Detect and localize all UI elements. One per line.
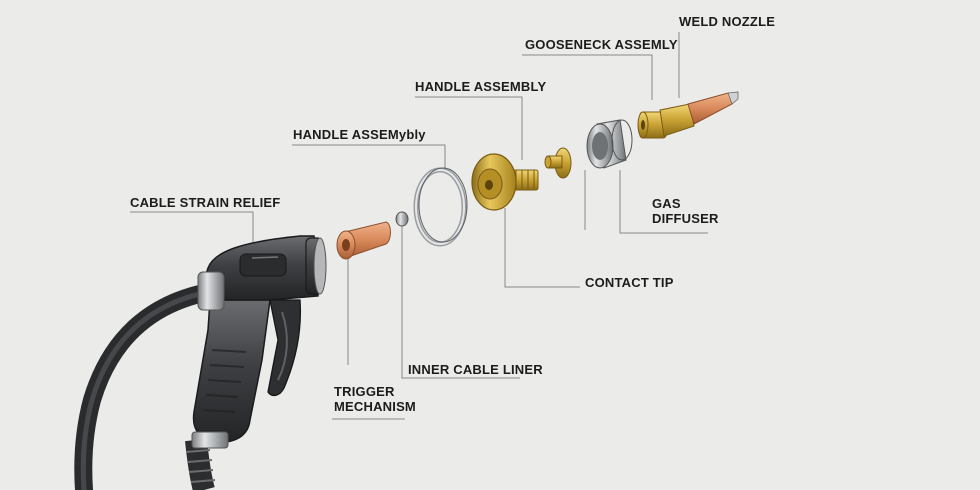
o-ring-part: [413, 167, 468, 247]
label-handle-assembly: HANDLE ASSEMBLY: [415, 79, 547, 94]
label-trigger-line1: TRIGGER: [334, 384, 395, 399]
label-gas-diffuser-line2: DIFFUSER: [652, 211, 719, 226]
label-trigger-line2: MECHANISM: [334, 399, 416, 414]
label-gas-diffuser: GAS DIFFUSER: [652, 196, 719, 226]
label-weld-nozzle: WELD NOZZLE: [679, 14, 776, 29]
leader-handle-assembly: [415, 96, 523, 160]
leader-gooseneck: [522, 54, 653, 100]
label-handle-assemy: HANDLE ASSEMуbly: [293, 127, 426, 142]
label-cable-strain-relief: CABLE STRAIN RELIEF: [130, 195, 281, 210]
leader-inner-liner: [401, 226, 520, 379]
label-gooseneck-assembly: GOOSENECK ASSEMLY: [525, 37, 678, 52]
leader-handle-assemy: [292, 144, 446, 170]
brass-knob-part: [471, 153, 539, 211]
leader-lines: [130, 32, 708, 420]
leader-cable-strain: [130, 211, 254, 252]
leader-contact-tip-2: [504, 208, 580, 288]
label-contact-tip: CONTACT TIP: [585, 275, 674, 290]
label-trigger-mechanism: TRIGGER MECHANISM: [334, 384, 416, 414]
washer-part: [395, 211, 409, 227]
label-inner-cable-liner: INNER CABLE LINER: [408, 362, 543, 377]
steel-sleeve-part: [586, 119, 633, 169]
label-gas-diffuser-line1: GAS: [652, 196, 681, 211]
copper-tip-part: [336, 221, 391, 260]
leader-gas-diffuser: [619, 170, 708, 234]
nozzle-part: [637, 91, 739, 139]
brass-pin-part: [544, 147, 572, 179]
gun-body: [191, 235, 327, 449]
